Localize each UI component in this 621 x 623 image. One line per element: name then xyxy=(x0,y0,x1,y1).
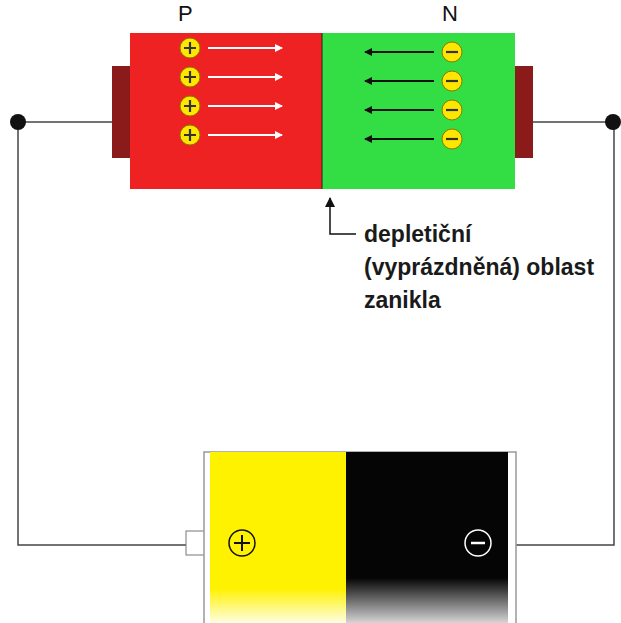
metal-contact xyxy=(513,66,533,158)
hole-arrows xyxy=(208,48,282,135)
hole-symbols xyxy=(180,38,200,145)
n-region-fill xyxy=(322,33,515,189)
electron-arrows xyxy=(365,52,434,139)
terminal-dot xyxy=(10,114,26,130)
junction-line xyxy=(322,33,323,189)
n-region: N xyxy=(322,33,515,189)
terminal-dot xyxy=(605,114,621,130)
electron-symbols xyxy=(442,42,462,149)
battery-symbol xyxy=(186,452,516,623)
leader-arrow xyxy=(330,198,356,234)
region-label: P xyxy=(178,3,193,25)
metal-contact xyxy=(112,66,132,158)
p-region-fill xyxy=(130,33,322,189)
annotation-text: depletiční (vyprázdněná) oblast zanikla xyxy=(364,218,604,317)
region-label: N xyxy=(442,3,458,25)
p-region: P xyxy=(130,33,322,189)
